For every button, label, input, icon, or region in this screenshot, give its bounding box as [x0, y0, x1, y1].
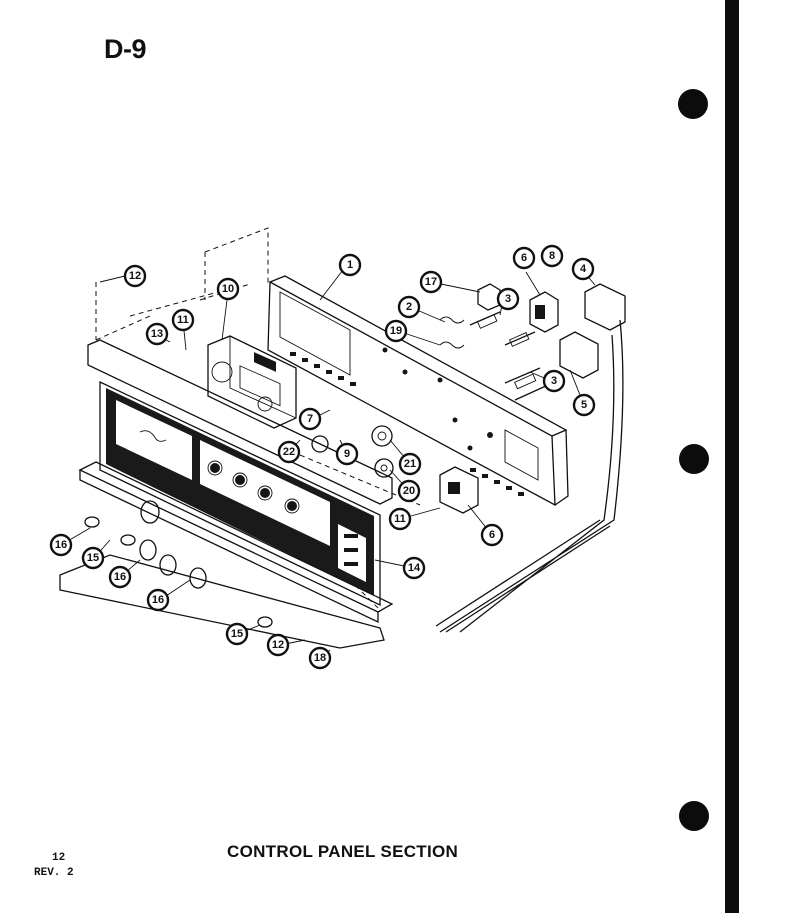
callout-11-lower: 11 [388, 507, 412, 531]
callout-14: 14 [402, 556, 426, 580]
punch-hole-icon [679, 444, 709, 474]
callout-2: 2 [397, 295, 421, 319]
svg-text:14: 14 [408, 562, 421, 574]
callout-6-lower: 6 [480, 523, 504, 547]
callout-5: 5 [572, 393, 596, 417]
callout-3-upper: 3 [496, 287, 520, 311]
svg-text:9: 9 [344, 448, 350, 460]
callout-20: 20 [397, 479, 421, 503]
diagram-caption: CONTROL PANEL SECTION [227, 842, 459, 861]
page-code: D-9 [104, 34, 147, 64]
svg-text:13: 13 [151, 328, 163, 340]
svg-text:6: 6 [489, 529, 495, 541]
callout-15-left: 15 [81, 546, 105, 570]
svg-text:3: 3 [551, 375, 557, 387]
bottom-trim-strip [59, 461, 394, 649]
svg-text:10: 10 [222, 283, 234, 295]
svg-text:6: 6 [521, 252, 527, 264]
callout-16-left: 16 [49, 533, 73, 557]
svg-text:3: 3 [505, 293, 511, 305]
callout-15-bottom: 15 [225, 622, 249, 646]
callout-12-lower: 12 [266, 633, 290, 657]
punch-hole-icon [678, 89, 708, 119]
svg-text:1: 1 [347, 259, 353, 271]
callout-8: 8 [540, 244, 564, 268]
svg-text:4: 4 [580, 263, 587, 275]
callout-13: 13 [145, 322, 169, 346]
svg-text:8: 8 [549, 250, 555, 262]
svg-text:17: 17 [425, 276, 437, 288]
callout-22: 22 [277, 440, 301, 464]
svg-text:16: 16 [55, 539, 67, 551]
svg-text:18: 18 [314, 652, 326, 664]
callout-7: 7 [298, 407, 322, 431]
callout-4: 4 [571, 257, 595, 281]
switches-and-components [84, 283, 626, 633]
svg-text:7: 7 [307, 413, 313, 425]
svg-text:2: 2 [406, 301, 412, 313]
svg-text:16: 16 [114, 571, 126, 583]
callout-17: 17 [419, 270, 443, 294]
callout-11-upper: 11 [171, 308, 195, 332]
callout-21: 21 [398, 452, 422, 476]
svg-text:12: 12 [272, 639, 284, 651]
callout-18: 18 [308, 646, 332, 670]
callout-6-upper: 6 [512, 246, 536, 270]
svg-text:12: 12 [129, 270, 141, 282]
callout-12-upper: 12 [123, 264, 147, 288]
svg-text:20: 20 [403, 485, 415, 497]
svg-text:19: 19 [390, 325, 402, 337]
svg-text:16: 16 [152, 594, 164, 606]
callout-3-lower: 3 [542, 369, 566, 393]
clock-timer-module [207, 335, 297, 429]
svg-text:11: 11 [177, 314, 189, 326]
svg-text:22: 22 [283, 446, 295, 458]
svg-text:15: 15 [231, 628, 243, 640]
binding-edge-bar [725, 0, 739, 913]
revision-label: REV. 2 [34, 867, 74, 879]
svg-text:11: 11 [394, 513, 406, 525]
svg-text:5: 5 [581, 399, 587, 411]
svg-text:15: 15 [87, 552, 99, 564]
callout-16-right: 16 [146, 588, 170, 612]
callout-16-mid: 16 [108, 565, 132, 589]
callout-10: 10 [216, 277, 240, 301]
callout-9: 9 [335, 442, 359, 466]
page-number: 12 [52, 852, 66, 864]
svg-text:21: 21 [404, 458, 416, 470]
front-control-panel [87, 339, 393, 607]
callout-1: 1 [338, 253, 362, 277]
callout-19: 19 [384, 319, 408, 343]
punch-hole-icon [679, 801, 709, 831]
rear-mounting-panel [267, 275, 569, 507]
